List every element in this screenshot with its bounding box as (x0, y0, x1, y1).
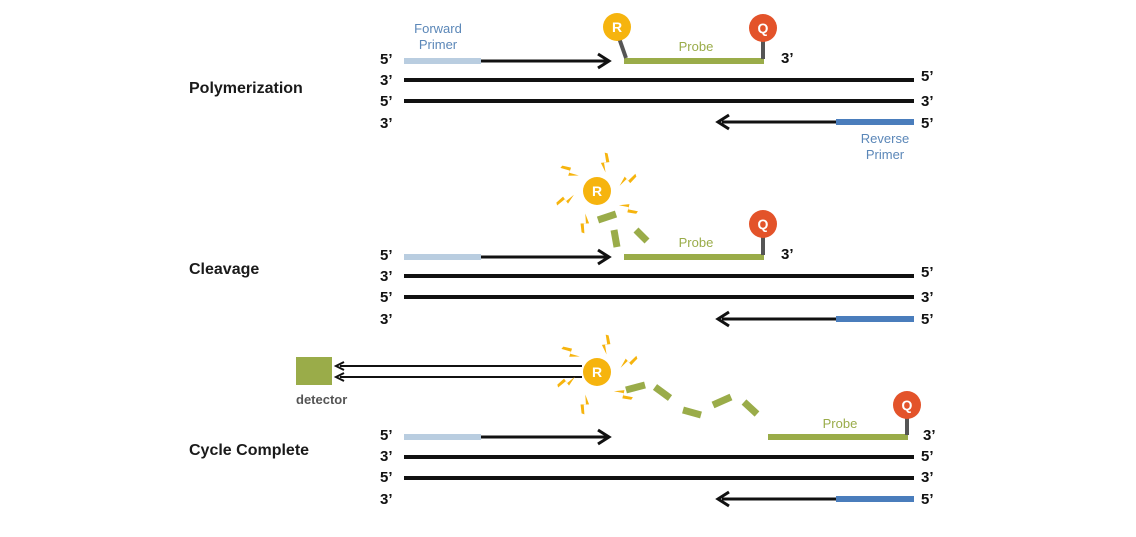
five-prime-label: 5’ (380, 289, 393, 306)
arrow-head (597, 428, 612, 446)
probe-three-prime-label: 3’ (781, 50, 794, 67)
three-prime-label: 3’ (380, 311, 393, 328)
three-prime-label: 3’ (380, 491, 393, 508)
probe-three-prime-label: 3’ (781, 246, 794, 263)
probe-fragment (711, 393, 733, 409)
arrow-head (597, 52, 612, 70)
five-prime-label: 5’ (921, 491, 934, 508)
five-prime-label: 5’ (921, 115, 934, 132)
stage-cycle-complete: Cycle Complete 5’ 3’ 5’ 3’ 3’ 5’ 3’ 5’ P… (189, 334, 936, 508)
quencher-letter: Q (902, 397, 913, 413)
reporter-dye (603, 13, 631, 41)
five-prime-label: 5’ (380, 469, 393, 486)
reporter-letter: R (612, 19, 622, 35)
three-prime-label: 3’ (380, 448, 393, 465)
three-prime-label: 3’ (380, 268, 393, 285)
three-prime-label: 3’ (380, 115, 393, 132)
probe-fragment (625, 381, 646, 394)
spark-icon (555, 193, 576, 207)
arrow-head (715, 490, 730, 508)
reporter-letter: R (592, 364, 602, 380)
spark-icon (598, 152, 612, 173)
forward-primer-label-line2: Primer (419, 37, 458, 52)
spark-icon (559, 162, 580, 181)
probe-fragment (682, 406, 702, 419)
forward-primer-label-line1: Forward (414, 21, 462, 36)
five-prime-label: 5’ (380, 247, 393, 264)
detector-box (296, 357, 332, 385)
arrow-head (333, 361, 345, 371)
probe-label: Probe (679, 39, 714, 54)
spark-icon (617, 172, 638, 187)
reporter-dye (583, 177, 611, 205)
probe-fragment (633, 227, 650, 244)
five-prime-label: 5’ (921, 264, 934, 281)
probe-fragment (610, 229, 621, 248)
five-prime-label: 5’ (380, 51, 393, 68)
quencher-dye (749, 14, 777, 42)
probe-label: Probe (823, 416, 858, 431)
reverse-primer-label-line2: Primer (866, 147, 905, 162)
five-prime-label: 5’ (921, 311, 934, 328)
stage-polymerization: Polymerization 5’ 3’ 5’ 3’ 5’ 3’ 5’ 3’ F… (189, 13, 934, 162)
stage-cleavage: Cleavage 5’ 3’ 5’ 3’ 5’ 3’ 5’ 3’ Probe Q (189, 152, 934, 328)
spark-icon (577, 213, 592, 234)
three-prime-label: 3’ (921, 469, 934, 486)
reporter-letter: R (592, 183, 602, 199)
probe-fragment (596, 210, 618, 224)
arrow-head (597, 248, 612, 266)
arrow-head (715, 310, 730, 328)
spark-icon (618, 199, 639, 218)
probe-fragment (652, 384, 673, 401)
stage-title-polymerization: Polymerization (189, 80, 303, 97)
five-prime-label: 5’ (380, 427, 393, 444)
stage-title-cycle-complete: Cycle Complete (189, 442, 309, 459)
spark-icon (599, 334, 613, 355)
reporter-dye (583, 358, 611, 386)
stage-title-cleavage: Cleavage (189, 261, 259, 278)
three-prime-label: 3’ (921, 289, 934, 306)
probe-fragment (741, 399, 760, 417)
arrow-head (715, 113, 730, 131)
spark-icon (560, 343, 581, 362)
five-prime-label: 5’ (380, 93, 393, 110)
quencher-letter: Q (758, 20, 769, 36)
probe-label: Probe (679, 235, 714, 250)
quencher-letter: Q (758, 216, 769, 232)
detector-label: detector (296, 392, 347, 407)
quencher-dye (893, 391, 921, 419)
three-prime-label: 3’ (923, 427, 936, 444)
reverse-primer-label-line1: Reverse (861, 131, 909, 146)
three-prime-label: 3’ (380, 72, 393, 89)
reporter-linker (617, 37, 628, 59)
spark-icon (577, 394, 592, 415)
five-prime-label: 5’ (921, 448, 934, 465)
five-prime-label: 5’ (921, 68, 934, 85)
spark-icon (618, 354, 639, 369)
quencher-dye (749, 210, 777, 238)
three-prime-label: 3’ (921, 93, 934, 110)
arrow-head (333, 372, 345, 382)
